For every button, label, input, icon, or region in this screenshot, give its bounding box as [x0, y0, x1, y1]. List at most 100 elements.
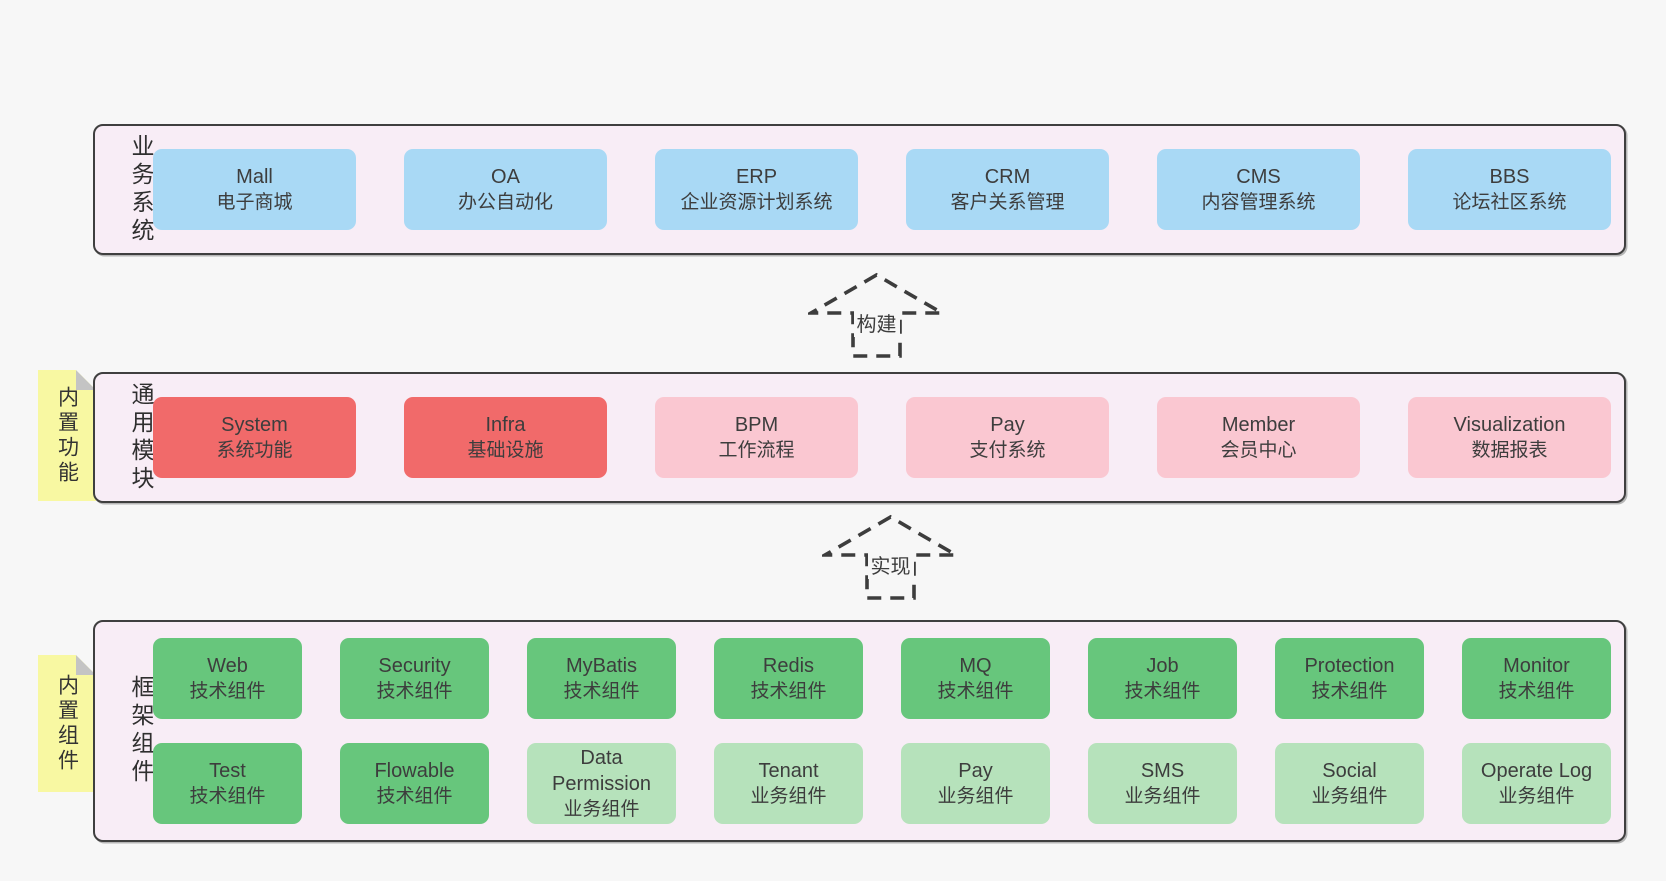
- box-mq-title: MQ: [959, 654, 992, 677]
- arrow-up-dashed-icon: [822, 514, 959, 600]
- box-sms: SMS 业务组件: [1088, 743, 1237, 824]
- box-visualization-title: Visualization: [1453, 413, 1566, 436]
- box-security-title: Security: [378, 654, 451, 677]
- common-modules-boxes: System 系统功能 Infra 基础设施 BPM 工作流程 Pay 支付系统…: [153, 397, 1611, 478]
- box-mq: MQ 技术组件: [901, 638, 1050, 719]
- box-member-title: Member: [1221, 413, 1296, 436]
- box-mq-subtitle: 技术组件: [937, 680, 1014, 702]
- panel-business-systems: 业务系统 Mall 电子商城 OA 办公自动化 ERP 企业资源计划系统 CRM…: [93, 124, 1626, 255]
- box-infra-title: Infra: [485, 413, 526, 436]
- box-system-title: System: [221, 413, 288, 436]
- box-redis: Redis 技术组件: [714, 638, 863, 719]
- box-pay-module-title: Pay: [990, 413, 1025, 436]
- sticky-built-in-features: 内置功能: [38, 370, 96, 501]
- arrow-up-dashed-icon: [808, 272, 945, 358]
- framework-components-label: 框架组件: [128, 675, 154, 787]
- box-mybatis-subtitle: 技术组件: [563, 680, 640, 702]
- arrow-build: 构建: [808, 272, 945, 359]
- box-oa-title: OA: [491, 165, 520, 188]
- box-web-title: Web: [207, 654, 248, 677]
- box-pay-component-title: Pay: [958, 759, 993, 782]
- arrow-build-label: 构建: [853, 308, 900, 337]
- box-bbs: BBS 论坛社区系统: [1408, 149, 1611, 230]
- box-job: Job 技术组件: [1088, 638, 1237, 719]
- box-social: Social 业务组件: [1275, 743, 1424, 824]
- box-mall-subtitle: 电子商城: [216, 191, 293, 213]
- business-systems-label: 业务系统: [128, 133, 154, 246]
- box-visualization-subtitle: 数据报表: [1471, 439, 1548, 461]
- box-pay-component: Pay 业务组件: [901, 743, 1050, 824]
- box-oa: OA 办公自动化: [404, 149, 607, 230]
- box-social-title: Social: [1322, 759, 1377, 782]
- box-member: Member 会员中心: [1157, 397, 1360, 478]
- box-operate-log: Operate Log 业务组件: [1462, 743, 1611, 824]
- box-cms-subtitle: 内容管理系统: [1201, 191, 1316, 213]
- box-cms-title: CMS: [1236, 165, 1281, 188]
- box-web-subtitle: 技术组件: [189, 680, 266, 702]
- box-job-subtitle: 技术组件: [1124, 680, 1201, 702]
- business-systems-boxes: Mall 电子商城 OA 办公自动化 ERP 企业资源计划系统 CRM 客户关系…: [153, 149, 1611, 230]
- box-visualization: Visualization 数据报表: [1408, 397, 1611, 478]
- sticky-built-in-components-label: 内置组件: [55, 673, 79, 774]
- box-data-permission: Data Permission 业务组件: [527, 743, 676, 824]
- box-data-permission-subtitle: 业务组件: [563, 798, 640, 820]
- box-redis-title: Redis: [762, 654, 815, 677]
- arrow-implement: 实现: [822, 514, 959, 601]
- box-operate-log-title: Operate Log: [1480, 759, 1593, 782]
- box-mybatis-title: MyBatis: [565, 654, 638, 677]
- box-protection-title: Protection: [1304, 654, 1395, 677]
- box-security-subtitle: 技术组件: [376, 680, 453, 702]
- box-flowable: Flowable 技术组件: [340, 743, 489, 824]
- box-sms-title: SMS: [1140, 759, 1185, 782]
- box-monitor-subtitle: 技术组件: [1498, 680, 1575, 702]
- arrow-implement-label: 实现: [867, 550, 914, 579]
- box-flowable-title: Flowable: [374, 759, 455, 782]
- box-member-subtitle: 会员中心: [1220, 439, 1297, 461]
- box-system-subtitle: 系统功能: [216, 439, 293, 461]
- sticky-built-in-components: 内置组件: [38, 655, 96, 792]
- box-bbs-title: BBS: [1489, 165, 1530, 188]
- panel-framework-components: 框架组件 Web 技术组件 Security 技术组件 MyBatis 技术组件…: [93, 620, 1626, 842]
- box-pay-module-subtitle: 支付系统: [969, 439, 1046, 461]
- box-crm-title: CRM: [984, 165, 1031, 188]
- framework-components-row-1: Web 技术组件 Security 技术组件 MyBatis 技术组件 Redi…: [153, 638, 1611, 719]
- box-sms-subtitle: 业务组件: [1124, 785, 1201, 807]
- common-modules-label: 通用模块: [128, 381, 154, 494]
- panel-common-modules: 通用模块 System 系统功能 Infra 基础设施 BPM 工作流程 Pay…: [93, 372, 1626, 503]
- box-security: Security 技术组件: [340, 638, 489, 719]
- box-test-title: Test: [209, 759, 246, 782]
- box-monitor: Monitor 技术组件: [1462, 638, 1611, 719]
- box-mybatis: MyBatis 技术组件: [527, 638, 676, 719]
- box-oa-subtitle: 办公自动化: [457, 191, 553, 213]
- framework-components-rows: Web 技术组件 Security 技术组件 MyBatis 技术组件 Redi…: [153, 638, 1611, 824]
- box-crm-subtitle: 客户关系管理: [950, 191, 1065, 213]
- box-erp-title: ERP: [735, 165, 778, 188]
- box-flowable-subtitle: 技术组件: [376, 785, 453, 807]
- box-tenant-subtitle: 业务组件: [750, 785, 827, 807]
- sticky-built-in-features-label: 内置功能: [55, 385, 79, 486]
- box-social-subtitle: 业务组件: [1311, 785, 1388, 807]
- box-crm: CRM 客户关系管理: [906, 149, 1109, 230]
- box-infra-subtitle: 基础设施: [467, 439, 544, 461]
- box-bpm-subtitle: 工作流程: [718, 439, 795, 461]
- box-cms: CMS 内容管理系统: [1157, 149, 1360, 230]
- box-protection: Protection 技术组件: [1275, 638, 1424, 719]
- framework-components-row-2: Test 技术组件 Flowable 技术组件 Data Permission …: [153, 743, 1611, 824]
- box-job-title: Job: [1146, 654, 1179, 677]
- box-tenant: Tenant 业务组件: [714, 743, 863, 824]
- box-pay-module: Pay 支付系统: [906, 397, 1109, 478]
- box-mall: Mall 电子商城: [153, 149, 356, 230]
- box-test: Test 技术组件: [153, 743, 302, 824]
- box-data-permission-title: Data Permission: [552, 746, 651, 795]
- box-bpm-title: BPM: [734, 413, 779, 436]
- box-infra: Infra 基础设施: [404, 397, 607, 478]
- box-web: Web 技术组件: [153, 638, 302, 719]
- box-erp: ERP 企业资源计划系统: [655, 149, 858, 230]
- box-tenant-title: Tenant: [758, 759, 819, 782]
- box-test-subtitle: 技术组件: [189, 785, 266, 807]
- box-protection-subtitle: 技术组件: [1311, 680, 1388, 702]
- box-bbs-subtitle: 论坛社区系统: [1452, 191, 1567, 213]
- box-operate-log-subtitle: 业务组件: [1498, 785, 1575, 807]
- box-pay-component-subtitle: 业务组件: [937, 785, 1014, 807]
- box-mall-title: Mall: [236, 165, 273, 188]
